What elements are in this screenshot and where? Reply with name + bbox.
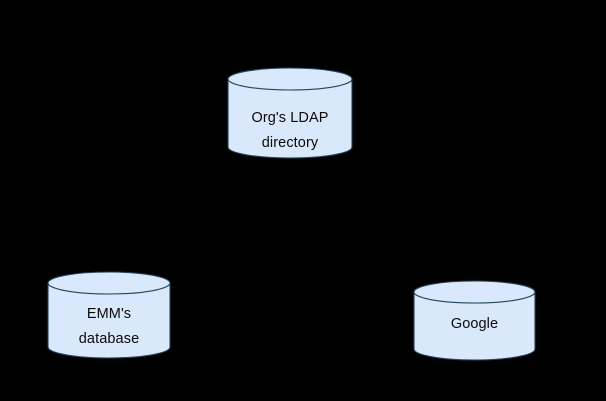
cylinder-shape-google	[413, 280, 536, 361]
node-emm-database[interactable]: EMM's database	[47, 271, 171, 359]
node-google[interactable]: Google	[413, 280, 536, 361]
cylinder-shape-emm	[47, 271, 171, 359]
cylinder-shape-ldap	[227, 67, 353, 159]
node-ldap-directory[interactable]: Org's LDAP directory	[227, 67, 353, 159]
